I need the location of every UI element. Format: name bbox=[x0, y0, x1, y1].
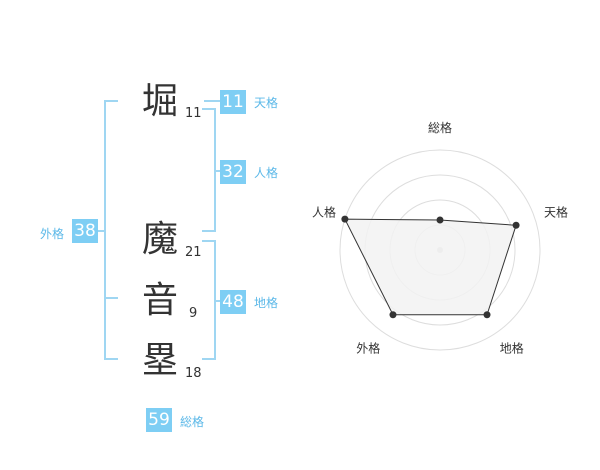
gaikaku-bracket-mid-tick bbox=[104, 297, 118, 299]
chikaku-value-badge: 48 bbox=[220, 290, 246, 314]
radar-grid-ring bbox=[339, 149, 541, 351]
soukaku-label: 総格 bbox=[180, 415, 205, 429]
stroke-count-4: 18 bbox=[185, 366, 202, 381]
jinkaku-label: 人格 bbox=[254, 166, 279, 180]
name-char-1: 堀 bbox=[142, 81, 179, 122]
tenkaku-bracket bbox=[204, 100, 220, 102]
radar-data-polygon bbox=[344, 218, 517, 316]
stroke-count-1: 11 bbox=[185, 106, 202, 121]
tenkaku-label: 天格 bbox=[254, 96, 279, 110]
radar-point-3 bbox=[483, 311, 491, 319]
chikaku-label: 地格 bbox=[254, 296, 279, 310]
radar-axis-label: 天格 bbox=[544, 204, 568, 219]
radar-point-4 bbox=[389, 311, 397, 319]
soukaku-value-badge: 59 bbox=[146, 408, 172, 432]
radar-axis-label: 人格 bbox=[312, 204, 336, 219]
name-char-3: 音 bbox=[142, 280, 179, 321]
radar-point-5 bbox=[341, 215, 349, 223]
name-char-4: 塁 bbox=[142, 340, 179, 381]
gaikaku-bracket bbox=[104, 100, 118, 360]
radar-axis-label: 地格 bbox=[500, 341, 524, 356]
gaikaku-value-badge: 38 bbox=[72, 219, 98, 243]
radar-axis-label: 外格 bbox=[356, 341, 380, 356]
stroke-count-3: 9 bbox=[189, 306, 198, 321]
radar-point-2 bbox=[512, 221, 520, 229]
name-char-2: 魔 bbox=[142, 219, 179, 260]
radar-point-1 bbox=[436, 216, 444, 224]
gaikaku-label: 外格 bbox=[40, 227, 65, 241]
tenkaku-value-badge: 11 bbox=[220, 90, 246, 114]
radar-axis-label: 総格 bbox=[428, 120, 452, 135]
jinkaku-value-badge: 32 bbox=[220, 160, 246, 184]
gaikaku-bracket-stem bbox=[98, 230, 106, 232]
stroke-count-2: 21 bbox=[185, 245, 202, 260]
chikaku-bracket-stem bbox=[214, 300, 222, 302]
jinkaku-bracket-stem bbox=[214, 170, 222, 172]
